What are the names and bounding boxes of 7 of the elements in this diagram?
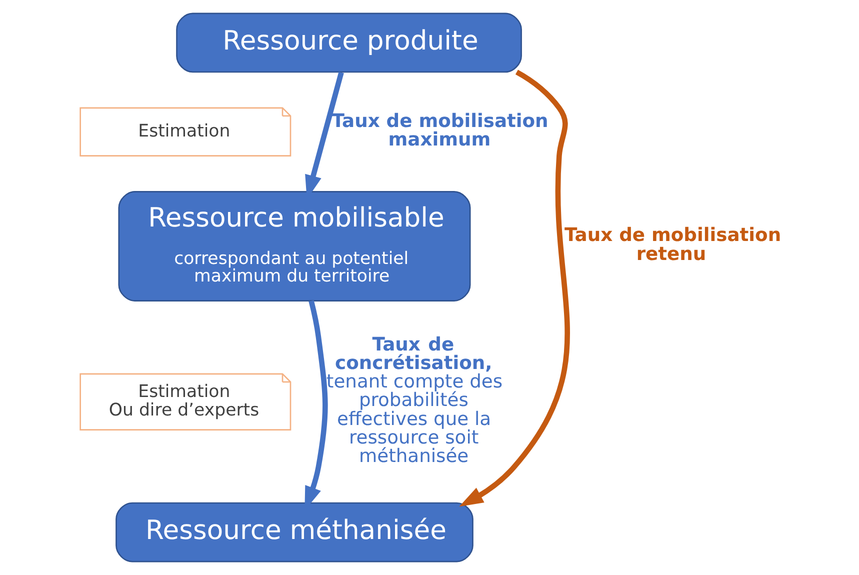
node-box: Ressource méthanisée xyxy=(116,502,474,562)
edge-label: Taux de mobilisation maximum xyxy=(332,110,548,150)
arrow xyxy=(459,70,570,507)
edge-label: Taux de mobilisation retenu xyxy=(564,225,782,265)
node-box: Ressource produite xyxy=(176,12,522,73)
edge-label: Taux de concrétisation, tenant compte des probabilités effectives que la ressource soit méthanisée xyxy=(326,334,503,468)
node-box: Ressource mobilisable correspondant au potentiel maximum du territoire xyxy=(118,191,471,302)
